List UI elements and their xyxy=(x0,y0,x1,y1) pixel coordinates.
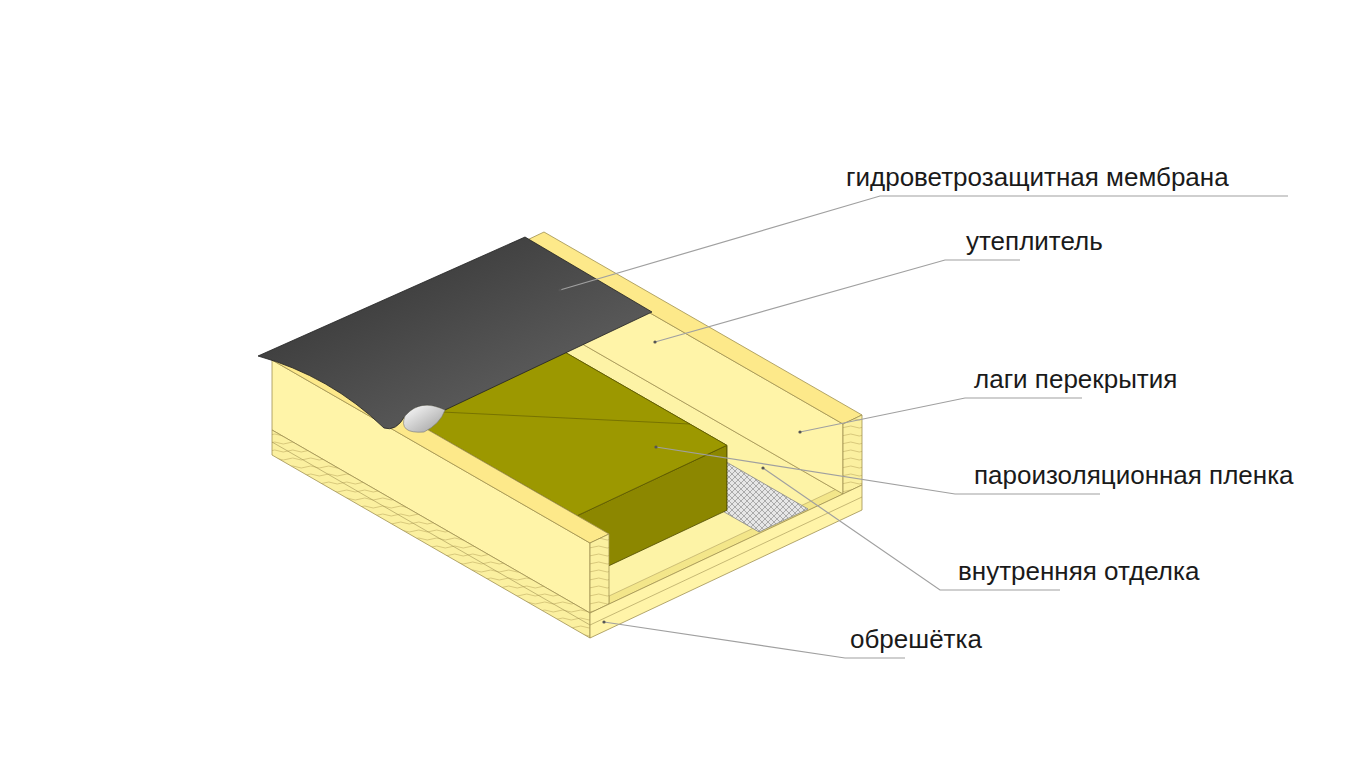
left-joist-end xyxy=(590,534,609,613)
membrane-curl xyxy=(404,405,445,432)
batten-side xyxy=(272,430,590,638)
leader-dots xyxy=(558,288,801,623)
part-label: пароизоляционная пленка xyxy=(974,460,1294,490)
part-label: утеплитель xyxy=(966,226,1103,256)
part-label: гидроветрозащитная мембрана xyxy=(846,162,1229,192)
membrane-sheet xyxy=(258,237,652,429)
right-joist-end xyxy=(843,415,862,494)
part-label: внутренняя отделка xyxy=(958,556,1199,586)
leader-lines xyxy=(560,196,1288,658)
part-label: обрешётка xyxy=(850,624,982,654)
part-label: лаги перекрытия xyxy=(974,364,1177,394)
